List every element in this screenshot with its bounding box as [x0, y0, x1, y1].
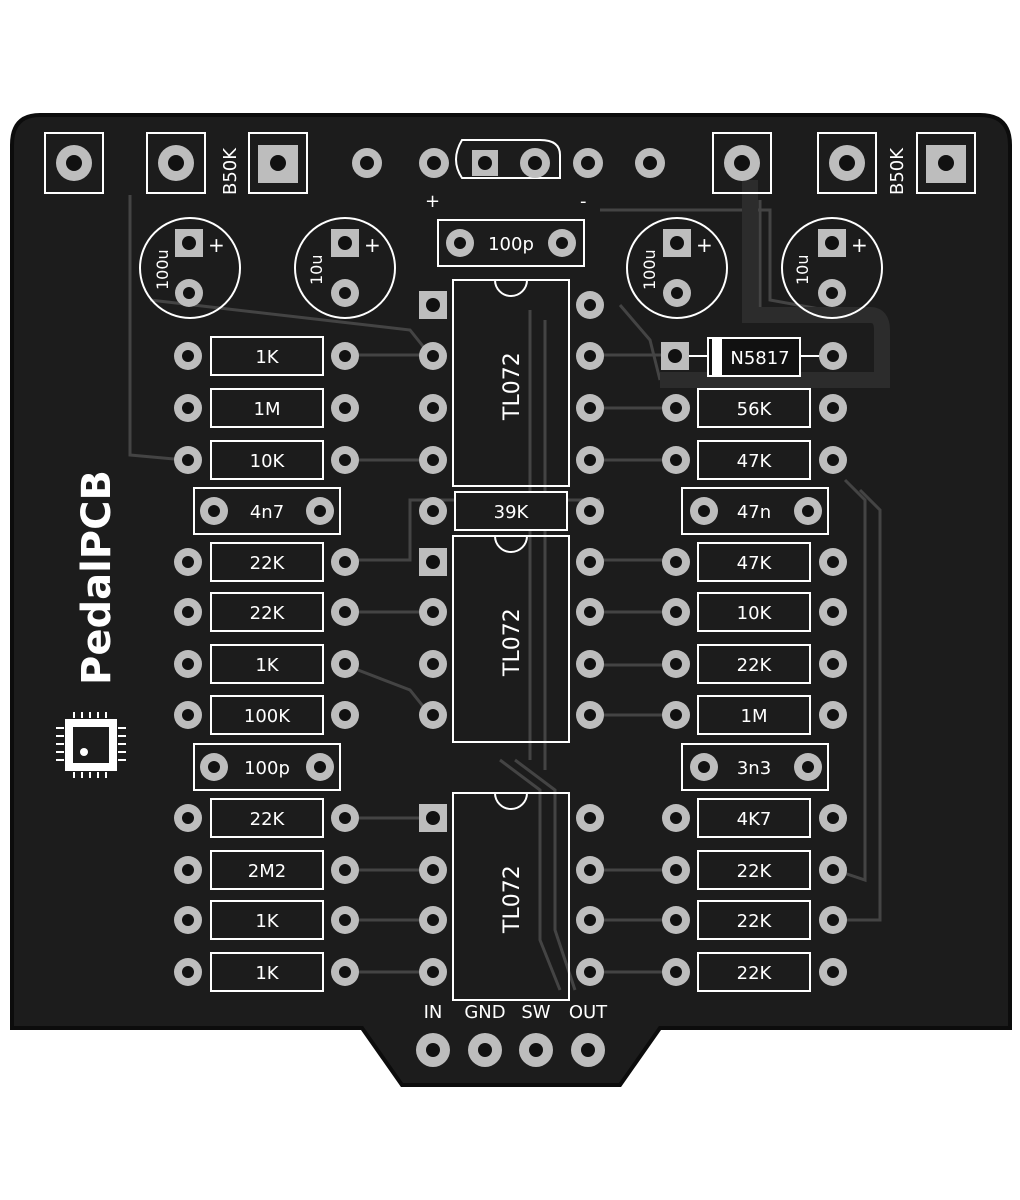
resistor-right-0: 56K [662, 388, 847, 428]
cap-left-8: 100p [193, 743, 341, 791]
svg-text:+: + [208, 233, 225, 257]
svg-text:N5817: N5817 [730, 348, 789, 369]
resistor-right-3: 47K [662, 542, 847, 582]
component-label: 22K [250, 809, 286, 830]
power-plus-label: + [425, 191, 440, 212]
brand-logo: PedalPCB [56, 470, 126, 778]
svg-text:10u: 10u [307, 255, 326, 286]
svg-text:100u: 100u [153, 249, 172, 290]
brand-name: PedalPCB [74, 470, 120, 685]
component-label: 47K [737, 553, 773, 574]
component-label: 22K [737, 655, 773, 676]
resistor-left-4: 22K [174, 542, 359, 582]
cap-right-2: 47n [681, 487, 829, 535]
resistor-left-6: 1K [174, 644, 359, 684]
svg-text:100p: 100p [488, 234, 534, 255]
resistor-right-8: 4K7 [662, 798, 847, 838]
resistor-right-9: 22K [662, 850, 847, 890]
component-label: 1K [255, 347, 279, 368]
svg-text:+: + [696, 233, 713, 257]
cap-right-7: 3n3 [681, 743, 829, 791]
component-label: 2M2 [248, 861, 286, 882]
svg-text:+: + [364, 233, 381, 257]
io-sw-label: SW [521, 1002, 550, 1023]
resistor-left-1: 1M [174, 388, 359, 428]
io-out-label: OUT [569, 1002, 608, 1023]
component-label: 1K [255, 963, 279, 984]
resistor-right-4: 10K [662, 592, 847, 632]
resistor-left-9: 22K [174, 798, 359, 838]
resistor-left-12: 1K [174, 952, 359, 992]
resistor-left-10: 2M2 [174, 850, 359, 890]
component-label: 3n3 [737, 758, 771, 779]
component-label: 56K [737, 399, 773, 420]
component-label: 4K7 [737, 809, 772, 830]
io-in-label: IN [424, 1002, 443, 1023]
ic-2: TL072 [452, 535, 570, 743]
left-component-column: 1K 1M 10K 4n7 22K 22K 1K 100K 100p 22K 2M2 1K 1K [174, 336, 359, 992]
resistor-right-1: 47K [662, 440, 847, 480]
svg-text:39K: 39K [494, 502, 530, 523]
component-label: 22K [250, 603, 286, 624]
io-gnd-label: GND [464, 1002, 505, 1023]
component-label: 10K [250, 451, 286, 472]
ic-pads [419, 291, 604, 986]
component-label: 22K [737, 963, 773, 984]
cap-left-3: 4n7 [193, 487, 341, 535]
component-label: 1M [741, 706, 768, 727]
power-minus-label: - [580, 191, 587, 212]
cap-100p-top: 100p [437, 219, 585, 267]
component-label: 22K [737, 911, 773, 932]
pot-left-pads: B50K [44, 132, 308, 195]
component-label: 47n [737, 502, 771, 523]
pot-right-label: B50K [887, 147, 908, 195]
resistor-right-11: 22K [662, 952, 847, 992]
resistor-39k: 39K [419, 491, 604, 531]
svg-text:TL072: TL072 [500, 608, 525, 677]
resistor-right-6: 1M [662, 695, 847, 735]
component-label: 1K [255, 911, 279, 932]
component-label: 100p [244, 758, 290, 779]
chip-logo-icon [56, 712, 126, 778]
component-label: 1M [254, 399, 281, 420]
pot-left-label: B50K [220, 147, 241, 195]
pot-right-pads: B50K [712, 132, 976, 195]
component-label: 22K [250, 553, 286, 574]
right-component-column: 56K 47K 47n 47K 10K 22K 1M 3n3 4K7 22K 22K 22K [662, 388, 847, 992]
component-label: 1K [255, 655, 279, 676]
component-label: 47K [737, 451, 773, 472]
component-label: 4n7 [250, 502, 284, 523]
svg-text:+: + [851, 233, 868, 257]
resistor-left-0: 1K [174, 336, 359, 376]
resistor-left-5: 22K [174, 592, 359, 632]
component-label: 22K [737, 861, 773, 882]
resistor-left-11: 1K [174, 900, 359, 940]
resistor-left-7: 100K [174, 695, 359, 735]
svg-text:TL072: TL072 [500, 865, 525, 934]
svg-text:10u: 10u [793, 255, 812, 286]
resistor-left-2: 10K [174, 440, 359, 480]
ic-3: TL072 [452, 792, 570, 1001]
io-header: IN GND SW OUT [416, 1002, 608, 1067]
svg-text:TL072: TL072 [500, 352, 525, 421]
component-label: 100K [244, 706, 291, 727]
electrolytic-caps: 100u + 10u + 100u + 10u + [139, 217, 883, 319]
power-header: + - [352, 139, 665, 212]
resistor-right-5: 22K [662, 644, 847, 684]
svg-text:100u: 100u [640, 249, 659, 290]
resistor-right-10: 22K [662, 900, 847, 940]
component-label: 10K [737, 603, 773, 624]
diode-n5817: N5817 [661, 337, 847, 377]
power-trace [660, 180, 890, 388]
ic-1: TL072 [452, 279, 570, 487]
